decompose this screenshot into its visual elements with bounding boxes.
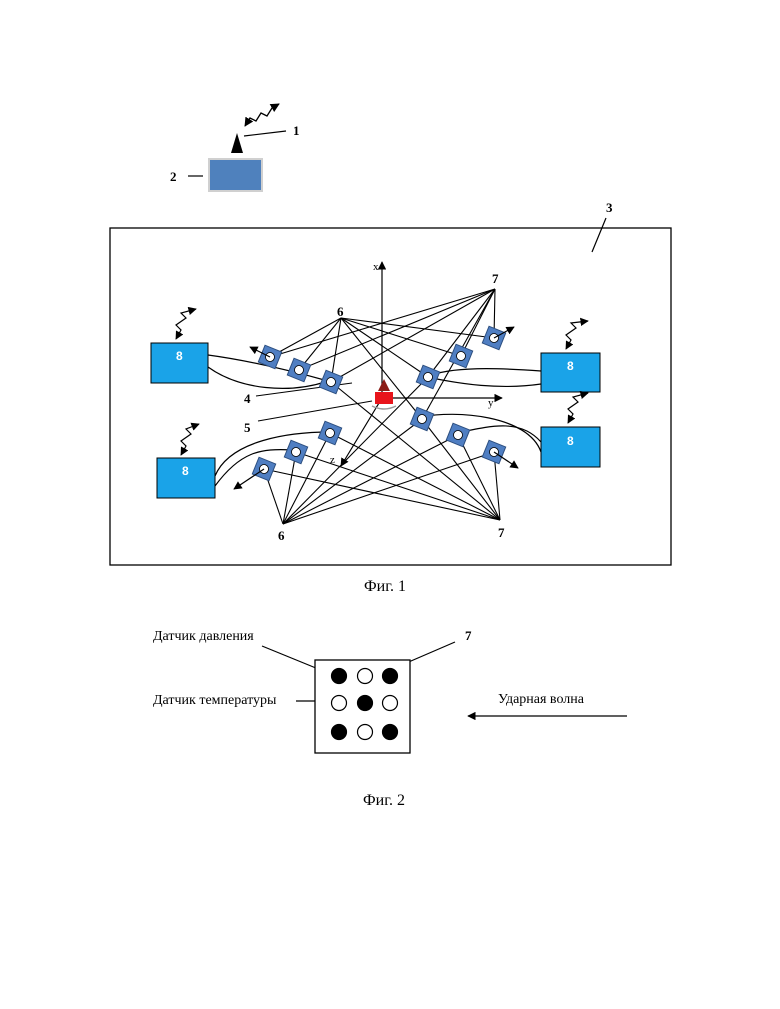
- figure-1-caption: Фиг. 1: [364, 578, 406, 595]
- sensor-node-2: [287, 358, 310, 381]
- leader-line-5: [258, 401, 372, 421]
- label-4: 4: [244, 391, 251, 406]
- sensor-node-8: [284, 440, 307, 463]
- hub-connection-line: [264, 469, 500, 520]
- sensor-node-9: [318, 421, 341, 444]
- signal-arrow: [234, 469, 264, 489]
- receiver-label-bottom-left: 8: [182, 464, 189, 478]
- pressure-sensor-dot: [332, 669, 347, 684]
- sensor-grid: [332, 669, 398, 740]
- radio-wave-icon: [245, 104, 279, 126]
- temperature-sensor-dot: [383, 696, 398, 711]
- figure-2-caption: Фиг. 2: [363, 792, 405, 809]
- charge-block: [375, 392, 393, 404]
- shock-wave-label: Ударная волна: [498, 692, 585, 707]
- pressure-sensor-label: Датчик давления: [153, 629, 254, 644]
- label-6-bottom: 6: [278, 528, 285, 543]
- hub-connection-line: [330, 433, 500, 520]
- temperature-sensor-label: Датчик температуры: [153, 693, 277, 708]
- z-axis-label: z: [330, 454, 335, 466]
- temperature-sensor-dot: [358, 669, 373, 684]
- label-3: 3: [606, 200, 613, 215]
- antenna-icon: [231, 133, 243, 153]
- leader-line-3: [592, 218, 606, 252]
- label-2: 2: [170, 169, 177, 184]
- leader-line-1: [244, 131, 286, 136]
- label-7-fig2: 7: [465, 628, 472, 643]
- sensor-block-leader-line: [404, 642, 455, 664]
- pressure-sensor-dot: [383, 669, 398, 684]
- pressure-sensor-dot: [383, 725, 398, 740]
- x-axis-label: x: [373, 261, 379, 273]
- temperature-sensor-dot: [358, 725, 373, 740]
- receiver-label-bottom-right: 8: [567, 434, 574, 448]
- hub-connection-line: [296, 452, 500, 520]
- hub-connection-line: [341, 318, 461, 356]
- hub-connection-line: [283, 435, 458, 524]
- label-6-top: 6: [337, 304, 344, 319]
- label-7-top: 7: [492, 271, 499, 286]
- sensor-node-11: [446, 423, 469, 446]
- sensor-node-10: [410, 407, 433, 430]
- y-axis-label: y: [488, 397, 494, 409]
- hub-connection-line: [283, 419, 422, 524]
- label-5: 5: [244, 420, 251, 435]
- receiver-label-top-left: 8: [176, 349, 183, 363]
- pressure-sensor-dot: [358, 696, 373, 711]
- hub-connection-line: [299, 318, 341, 370]
- charge-marker-icon: [378, 379, 390, 391]
- temperature-sensor-dot: [332, 696, 347, 711]
- label-7-bottom: 7: [498, 525, 505, 540]
- receiver-label-top-right: 8: [567, 359, 574, 373]
- sensor-node-3: [319, 370, 342, 393]
- station-box: [209, 159, 262, 191]
- pressure-sensor-dot: [332, 725, 347, 740]
- label-1: 1: [293, 123, 300, 138]
